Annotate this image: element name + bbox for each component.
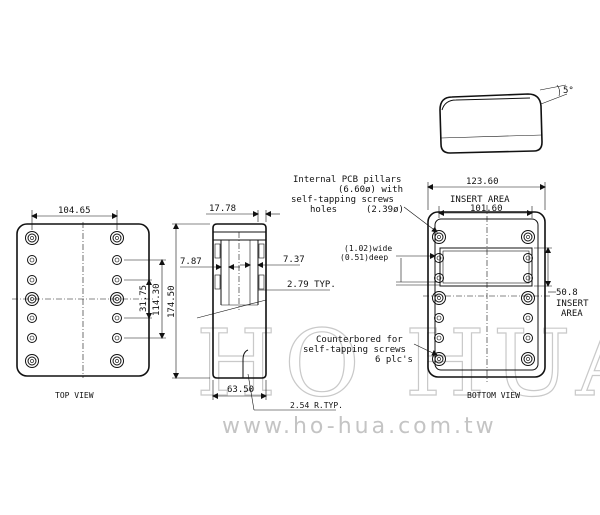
counterbore-note-1: Counterbored for bbox=[316, 335, 403, 345]
side-left-dim: 7.87 bbox=[180, 257, 202, 267]
counterbore-note-3: 6 plc's bbox=[375, 355, 413, 365]
side-height-dim: 174.50 bbox=[167, 285, 177, 318]
side-right-dim: 7.37 bbox=[283, 255, 305, 265]
bottom-side-label-1: INSERT bbox=[556, 299, 589, 309]
notes: Internal PCB pillars (6.60ø) with self-t… bbox=[291, 175, 413, 365]
side-radius-dim: 2.54 R.TYP. bbox=[290, 401, 343, 410]
top-dim-a: 31.75 bbox=[139, 285, 149, 312]
watermark-url: www.ho-hua.com.tw bbox=[222, 414, 497, 439]
counterbore-note-2: self-tapping screws bbox=[303, 345, 406, 355]
top-dim-b: 114.30 bbox=[152, 283, 162, 316]
bottom-insert-area-label: INSERT AREA bbox=[450, 195, 510, 205]
top-width-dim: 104.65 bbox=[58, 206, 91, 216]
pillars-note-2: (6.60ø) with bbox=[338, 185, 403, 195]
top-view: 104.65 31.75 114.30 TOP VIEW bbox=[12, 206, 166, 400]
pillars-note-5: (2.39ø) bbox=[366, 205, 404, 215]
side-top-dim: 17.78 bbox=[209, 204, 236, 214]
isometric-view: 5° bbox=[439, 84, 574, 154]
bottom-insert-width: 101.60 bbox=[470, 204, 503, 214]
groove-deep-label: (0.51)deep bbox=[340, 253, 388, 262]
bottom-side-label-2: AREA bbox=[561, 309, 583, 319]
bottom-view: 123.60 INSERT AREA 101.60 50.8 INSERT AR… bbox=[340, 177, 589, 400]
pillars-note-4: holes bbox=[310, 205, 337, 215]
pillars-note-3: self-tapping screws bbox=[291, 195, 394, 205]
side-view: 174.50 17.78 7.87 7.37 2.79 T bbox=[167, 204, 343, 411]
top-view-caption: TOP VIEW bbox=[55, 391, 94, 400]
groove-wide-label: (1.02)wide bbox=[344, 244, 392, 253]
bottom-overall-width: 123.60 bbox=[466, 177, 499, 187]
iso-angle-label: 5° bbox=[563, 86, 574, 96]
bottom-view-caption: BOTTOM VIEW bbox=[467, 391, 520, 400]
side-bottom-dim: 63.50 bbox=[227, 385, 254, 395]
pillars-note-1: Internal PCB pillars bbox=[293, 175, 401, 185]
bottom-side-dim: 50.8 bbox=[556, 288, 578, 298]
side-typ-dim: 2.79 TYP. bbox=[287, 280, 336, 290]
